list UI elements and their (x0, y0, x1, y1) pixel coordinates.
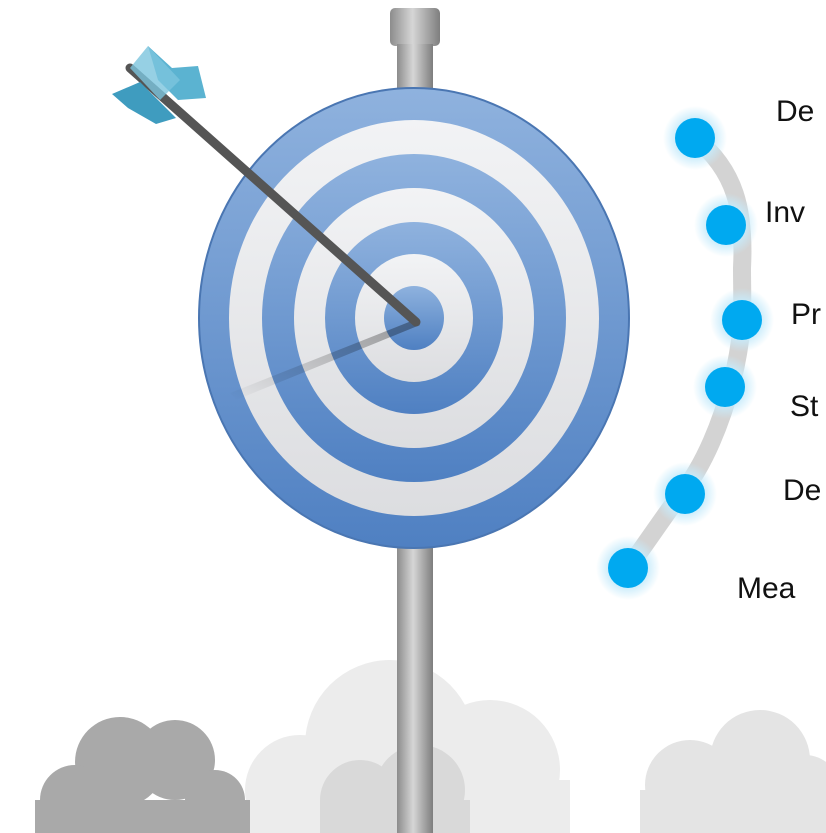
arrow-icon (112, 46, 421, 327)
step-label-4: St (790, 390, 819, 423)
step-label-1: De (776, 95, 815, 128)
step-label-2: Inv (765, 196, 806, 229)
step-label-3: Pr (791, 298, 821, 331)
step-dot-2 (694, 193, 758, 257)
step-dot-5 (653, 462, 717, 526)
step-label-6: Mea (737, 572, 796, 605)
cloud-icon (640, 710, 826, 833)
clouds (35, 660, 826, 833)
step-dot-6 (596, 536, 660, 600)
step-label-5: De (783, 474, 822, 507)
step-dot-1 (663, 106, 727, 170)
cloud-icon (35, 717, 250, 833)
step-dots (596, 106, 774, 600)
step-dot-3 (710, 288, 774, 352)
step-dot-4 (693, 355, 757, 419)
